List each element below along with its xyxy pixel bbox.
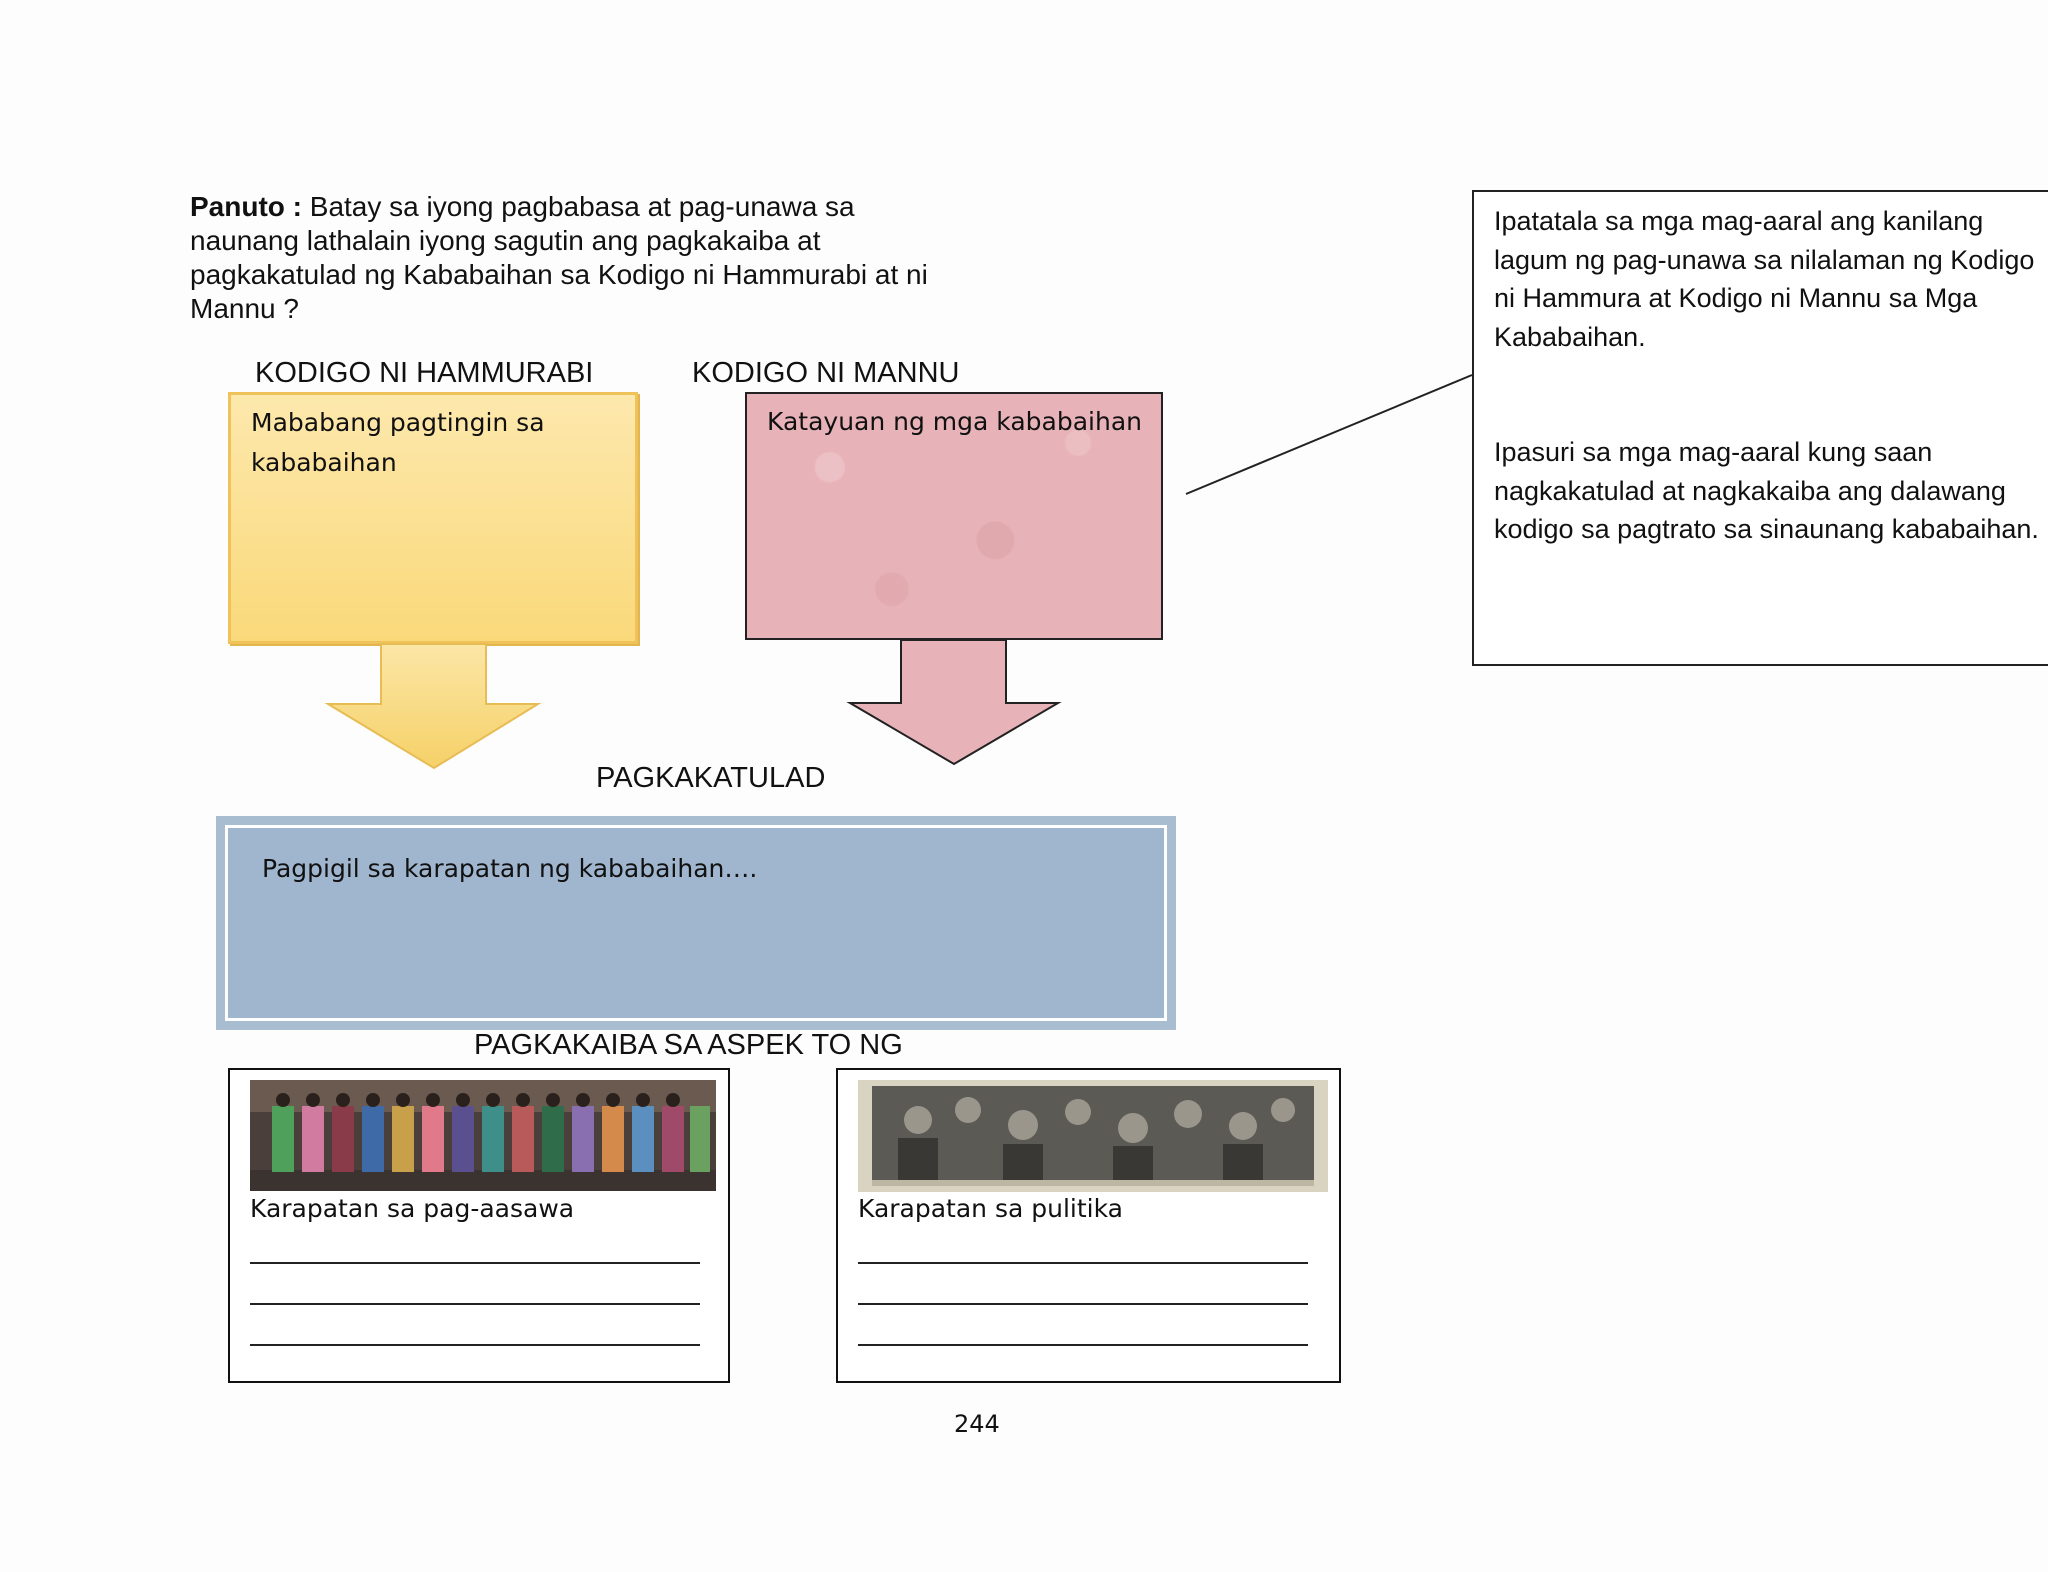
answer-line [858, 1262, 1308, 1264]
similarity-text: Pagpigil sa karapatan ng kababaihan…. [262, 854, 758, 883]
connector-line [1185, 374, 1473, 495]
answer-line [858, 1344, 1308, 1346]
card-caption-politics: Karapatan sa pulitika [858, 1194, 1123, 1223]
teacher-note-paragraph-1: Ipatatala sa mga mag-aaral ang kanilang … [1494, 206, 2035, 352]
answer-line [250, 1344, 700, 1346]
mannu-box: Katayuan ng mga kababaihan [745, 392, 1163, 640]
mannu-title: KODIGO NI MANNU [692, 357, 960, 389]
mannu-box-text: Katayuan ng mga kababaihan [767, 407, 1142, 436]
difference-card-marriage: Karapatan sa pag-aasawa [228, 1068, 730, 1383]
women-group-photo [250, 1080, 716, 1191]
similarity-box: Pagpigil sa karapatan ng kababaihan…. [216, 816, 1176, 1030]
difference-card-politics: Karapatan sa pulitika [836, 1068, 1341, 1383]
similarity-title: PAGKAKATULAD [596, 762, 826, 794]
differences-title: PAGKAKAIBA SA ASPEK TO NG [474, 1029, 903, 1061]
instructions-label: Panuto : [190, 191, 302, 222]
answer-line [858, 1303, 1308, 1305]
mannu-down-arrow [846, 639, 1062, 766]
answer-line [250, 1262, 700, 1264]
teacher-note-paragraph-2: Ipasuri sa mga mag-aaral kung saan nagka… [1494, 437, 2039, 544]
answer-line [250, 1303, 700, 1305]
vintage-women-photo [858, 1080, 1328, 1192]
hammurabi-title: KODIGO NI HAMMURABI [255, 357, 594, 389]
hammurabi-box-text: Mababang pagtingin sa kababaihan [251, 408, 545, 477]
hammurabi-down-arrow [324, 643, 542, 770]
teacher-note-box: Ipatatala sa mga mag-aaral ang kanilang … [1472, 190, 2048, 666]
hammurabi-box: Mababang pagtingin sa kababaihan [228, 392, 638, 644]
instructions: Panuto : Batay sa iyong pagbabasa at pag… [190, 190, 970, 326]
card-caption-marriage: Karapatan sa pag-aasawa [250, 1194, 575, 1223]
page-number: 244 [954, 1410, 1000, 1438]
similarity-box-inner: Pagpigil sa karapatan ng kababaihan…. [225, 825, 1167, 1021]
instructions-text: Batay sa iyong pagbabasa at pag-unawa sa… [190, 191, 928, 324]
